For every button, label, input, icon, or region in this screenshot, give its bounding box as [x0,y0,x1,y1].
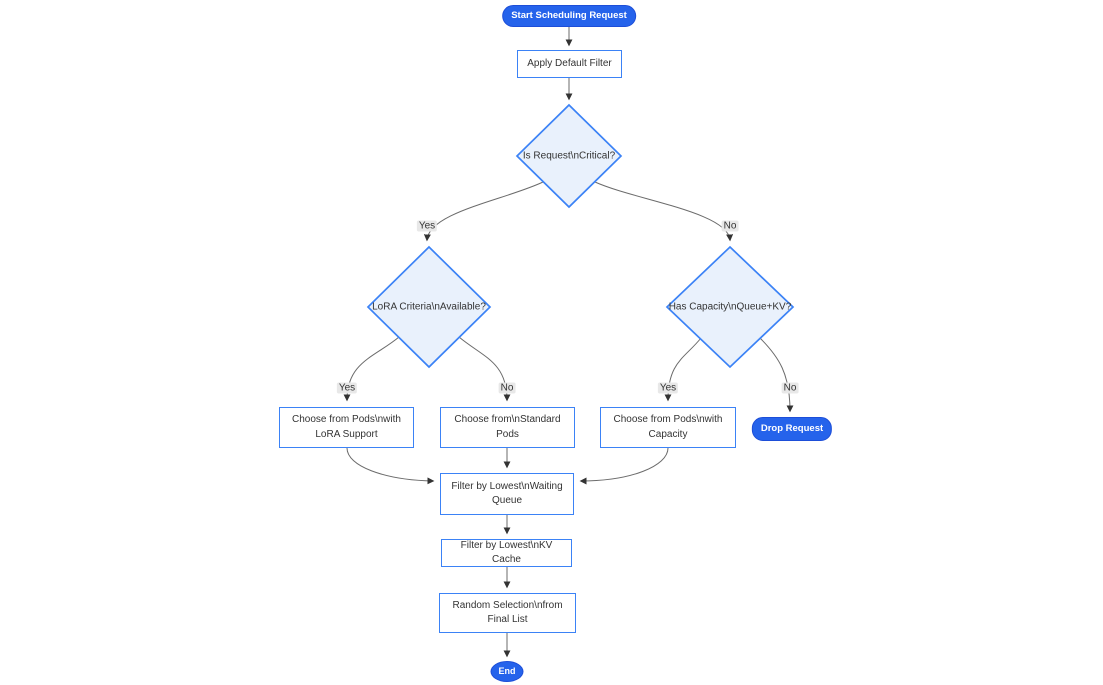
edge-chooselora-to-filter [346,447,435,485]
node-choose-capacity-pods: Choose from Pods\nwith Capacity [600,407,736,448]
node-filter-kv-cache: Filter by Lowest\nKV Cache [441,539,572,567]
edge-critical-yes [423,181,544,242]
edge-label-lora-yes: Yes [336,382,358,394]
edge-label-lora-no: No [498,382,516,394]
edge-capacity-no [759,337,794,413]
node-end: End [490,661,524,682]
decision-has-capacity [665,245,795,369]
edge-label-critical-yes: Yes [416,220,438,232]
edge-label-capacity-no: No [781,382,799,394]
decision-is-critical [515,103,623,209]
edge-label-capacity-yes: Yes [657,382,679,394]
label-is-critical: Is Request\nCritical? [522,150,616,162]
node-apply-default-filter: Apply Default Filter [517,50,622,78]
edge-label-critical-no: No [721,220,739,232]
label-lora-available: LoRA Criteria\nAvailable? [372,301,486,313]
edge-capacitypods-to-filter [579,447,669,485]
edge-critical-no [594,181,734,242]
node-start: Start Scheduling Request [502,5,636,27]
node-drop-request: Drop Request [751,417,833,441]
label-has-capacity: Has Capacity\nQueue+KV? [668,301,792,313]
node-choose-lora-pods: Choose from Pods\nwith LoRA Support [279,407,414,448]
node-random-selection: Random Selection\nfrom Final List [439,593,576,633]
node-filter-waiting-queue: Filter by Lowest\nWaiting Queue [440,473,574,515]
node-choose-standard-pods: Choose from\nStandard Pods [440,407,575,448]
decision-lora-available [366,245,492,369]
